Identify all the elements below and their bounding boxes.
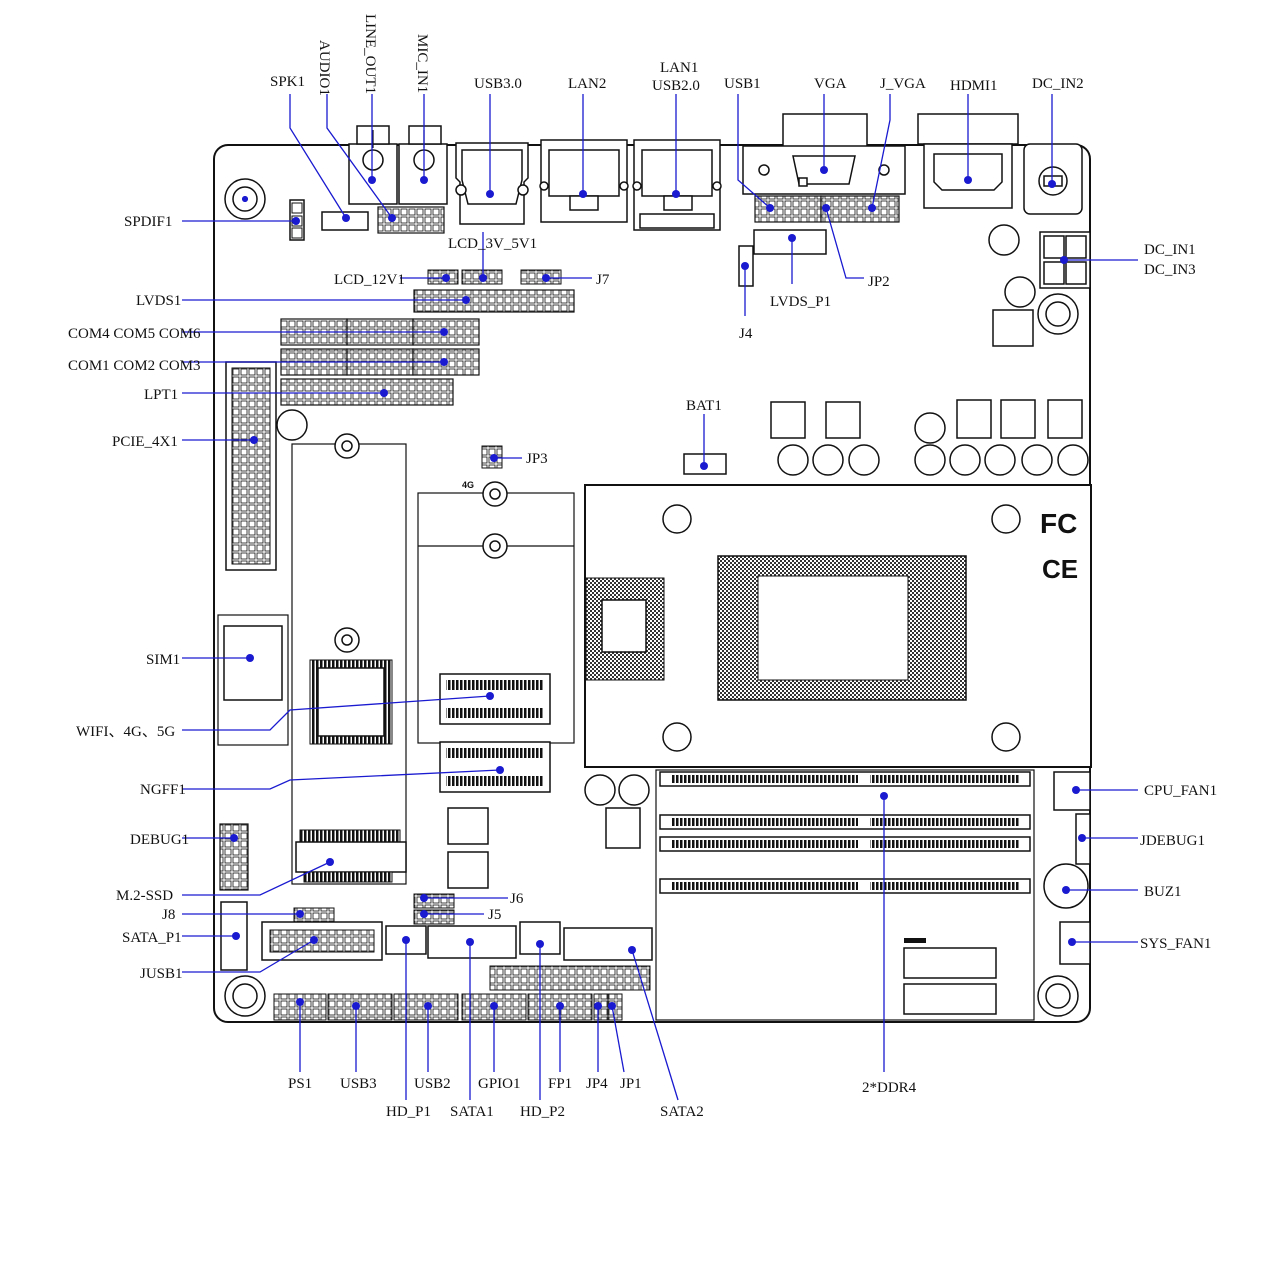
- pcie-4x1-slot: [225, 361, 277, 571]
- label-j4: J4: [739, 326, 753, 342]
- mounting-holes: [224, 178, 1079, 1017]
- label-debug1: DEBUG1: [130, 832, 189, 848]
- j6-header: [413, 893, 455, 909]
- label-buz1: BUZ1: [1144, 884, 1182, 900]
- label-j7: J7: [596, 272, 610, 288]
- marker-dots: [230, 166, 1086, 1010]
- label-sata2: SATA2: [660, 1104, 704, 1120]
- label-com-top: COM4 COM5 COM6: [68, 326, 201, 342]
- leader-lines: [182, 94, 1138, 1101]
- ce-mark: CE: [1042, 554, 1078, 584]
- label-jusb1: JUSB1: [140, 966, 183, 982]
- dc-in2-jack: [1023, 143, 1083, 215]
- label-sata1: SATA1: [450, 1104, 494, 1120]
- label-wifi: WIFI、4G、5G: [76, 724, 175, 740]
- label-pcie-4x1: PCIE_4X1: [112, 434, 178, 450]
- label-fp1: FP1: [548, 1076, 572, 1092]
- usb3-header: [327, 993, 393, 1021]
- label-ngff1: NGFF1: [140, 782, 186, 798]
- j7-header: [520, 269, 562, 285]
- label-lvds-p1: LVDS_P1: [770, 294, 831, 310]
- mic-in-jack: [398, 125, 448, 205]
- cpu-fan1-header: [1053, 771, 1091, 811]
- label-jp1: JP1: [620, 1076, 642, 1092]
- label-lan2: LAN2: [568, 76, 606, 92]
- label-j5: J5: [488, 907, 501, 923]
- label-jp4: JP4: [586, 1076, 608, 1092]
- usb30-port-stack: [455, 142, 529, 225]
- label-bat1: BAT1: [686, 398, 722, 414]
- label-dc-in3: DC_IN3: [1144, 262, 1196, 278]
- j5-header: [413, 909, 455, 925]
- label-usb20: USB2.0: [652, 78, 700, 94]
- jvga-header: [820, 195, 900, 223]
- label-lpt1: LPT1: [144, 387, 178, 403]
- label-gpio1: GPIO1: [478, 1076, 521, 1092]
- usb1-header: [754, 195, 822, 223]
- label-com-bottom: COM1 COM2 COM3: [68, 358, 201, 374]
- label-hdmi1: HDMI1: [950, 78, 998, 94]
- label-dc-in2: DC_IN2: [1032, 76, 1084, 92]
- label-dc-in1: DC_IN1: [1144, 242, 1196, 258]
- label-j-vga: J_VGA: [880, 76, 926, 92]
- label-sata-p1: SATA_P1: [122, 930, 182, 946]
- label-lcd-12v1: LCD_12V1: [334, 272, 405, 288]
- lvds1-header: [413, 289, 575, 313]
- io-chip: [309, 659, 393, 745]
- m2-ssd-area: [291, 433, 407, 885]
- label-lvds1: LVDS1: [136, 293, 181, 309]
- line-out-jack: [348, 125, 398, 205]
- label-m2-ssd: M.2-SSD: [116, 888, 173, 904]
- label-usb3: USB3: [340, 1076, 377, 1092]
- lan2-port: [539, 139, 629, 223]
- label-lcd-3v-5v1: LCD_3V_5V1: [448, 236, 537, 252]
- lpt1-header: [280, 378, 454, 406]
- label-sim1: SIM1: [146, 652, 180, 668]
- label-usb1: USB1: [724, 76, 761, 92]
- label-ps1: PS1: [288, 1076, 312, 1092]
- sata2-connector: [563, 927, 653, 961]
- label-vga: VGA: [814, 76, 847, 92]
- label-lan1: LAN1: [660, 60, 698, 76]
- vga-port: [742, 113, 906, 195]
- label-j8: J8: [162, 907, 175, 923]
- debug1-header: [219, 823, 249, 891]
- label-spdif1: SPDIF1: [124, 214, 172, 230]
- label-line-out1: LINE_OUT1: [362, 14, 378, 94]
- label-sys-fan1: SYS_FAN1: [1140, 936, 1211, 952]
- label-hd-p2: HD_P2: [520, 1104, 565, 1120]
- hd-p2-connector: [519, 921, 561, 955]
- labels: SPK1 AUDIO1 LINE_OUT1 MIC_IN1 USB3.0 LAN…: [68, 14, 1217, 1120]
- label-usb30: USB3.0: [474, 76, 522, 92]
- label-audio1: AUDIO1: [316, 40, 332, 96]
- cpu-heatsink: [584, 484, 1092, 768]
- label-cpu-fan1: CPU_FAN1: [1144, 783, 1217, 799]
- ngff-area: [417, 481, 575, 793]
- dc-in-connector: [1039, 231, 1091, 289]
- label-mic-in1: MIC_IN1: [414, 34, 430, 93]
- label-usb2: USB2: [414, 1076, 451, 1092]
- fc-mark: FC: [1040, 508, 1077, 539]
- label-ddr4: 2*DDR4: [862, 1080, 917, 1096]
- label-jp2: JP2: [868, 274, 890, 290]
- label-j6: J6: [510, 891, 524, 907]
- label-hd-p1: HD_P1: [386, 1104, 431, 1120]
- ddr4-slots: [655, 769, 1035, 1021]
- capacitors: [276, 224, 1089, 889]
- lan1-usb20-port: [632, 139, 722, 231]
- label-spk1: SPK1: [270, 74, 305, 90]
- lvds-p1-header: [753, 229, 827, 255]
- label-jp3: JP3: [526, 451, 548, 467]
- label-jdebug1: JDEBUG1: [1140, 833, 1205, 849]
- sim1-slot: [217, 614, 289, 746]
- fourg-mark: 4G: [462, 480, 474, 490]
- audio1-header: [377, 206, 445, 234]
